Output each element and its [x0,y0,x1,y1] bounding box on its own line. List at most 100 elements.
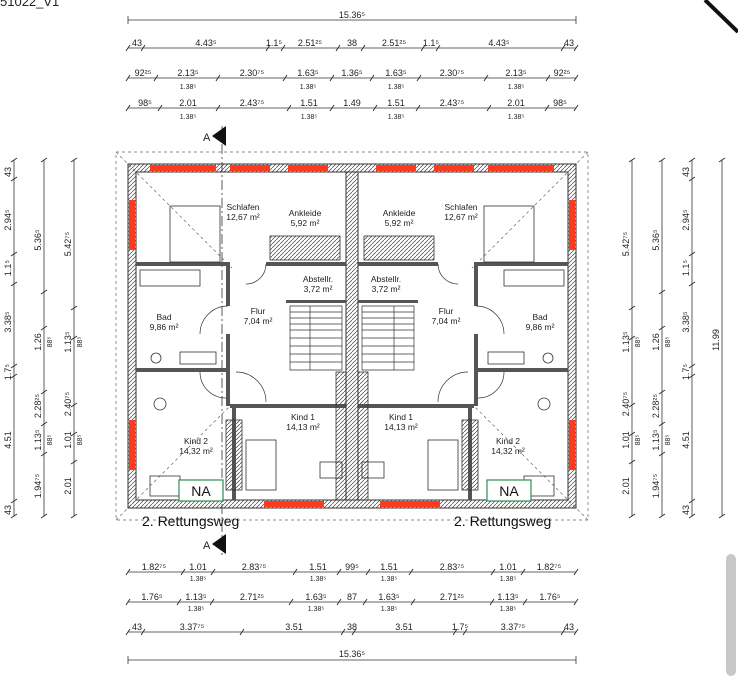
dim-label: 5.42⁷⁵ [63,231,73,256]
bed-icon [169,205,221,263]
dim-label: 1.7⁵ [681,364,691,381]
dim-label: 87 [347,592,357,602]
dim-sub-label: 1.38⁵ [300,84,317,91]
na-boxes: NA NA [178,479,532,502]
bed-icon [427,439,459,491]
dim-label: 1.51 [300,98,318,108]
dim-label: 1.1⁵ [3,260,13,277]
dim-label: 43 [681,167,691,177]
dim-label: 3.51 [395,622,413,632]
dim-label: 98⁵ [138,98,152,108]
dim-sub-label: 88⁵ [77,337,84,348]
dim-sub-label: 1.38⁵ [188,606,205,613]
room-area-kind2-right: 14,32 m² [491,446,525,456]
dim-label: 2.01 [63,477,73,495]
dim-label: 2.51²⁵ [382,38,407,48]
top-dimensions [125,16,579,112]
room-area-kind2-left: 14,32 m² [179,446,213,456]
room-name-ankleide-left: Ankleide [289,208,322,218]
dim-label: 1.7⁵ [3,364,13,381]
dim-label: 5.42⁷⁵ [621,231,631,256]
dim-label: 1.94⁷⁵ [33,473,43,498]
dim-label: 4.43⁵ [488,38,510,48]
room-area-abstellr-right: 3,72 m² [372,284,401,294]
section-arrow-icon [212,534,226,554]
dim-label: 1.01 [621,431,631,449]
overall-width-label: 15.36⁵ [339,10,366,20]
room-name-schlafen-right: Schlafen [444,202,477,212]
dim-label: 43 [132,38,142,48]
toilet-icon [150,352,162,364]
section-label-bottom: A [203,540,211,552]
dim-label: 2.43⁷⁵ [440,98,465,108]
dim-label: 1.76⁵ [539,592,561,602]
dim-label: 3.37⁷⁵ [501,622,526,632]
room-name-flur-right: Flur [439,306,454,316]
dim-label: 1.63⁵ [378,592,400,602]
dim-label: 1.94⁷⁵ [651,473,661,498]
dim-label: 4.51 [3,431,13,449]
dim-label: 2.71²⁵ [240,592,265,602]
dim-sub-label: 88⁵ [47,435,54,446]
chair-icon [153,397,167,411]
dim-label: 2.40⁷⁵ [63,391,73,416]
dim-sub-label: 1.38⁵ [308,606,325,613]
dim-label: 43 [3,167,13,177]
dim-label: 1.82⁷⁵ [537,562,562,572]
dim-label: 4.51 [681,431,691,449]
room-area-bad-left: 9,86 m² [150,322,179,332]
escape-route-label-right: 2. Rettungsweg [454,513,551,529]
dim-label: 3.38⁵ [681,311,691,333]
dim-sub-label: 1.38⁵ [381,576,398,583]
room-area-abstellr-left: 3,72 m² [304,284,333,294]
dim-label: 5.36⁵ [651,229,661,251]
dim-label: 2.01 [507,98,525,108]
dim-sub-label: 1.38⁵ [508,114,525,121]
dim-label: 3.37⁷⁵ [180,622,205,632]
room-name-bad-left: Bad [156,312,171,322]
windows [129,165,575,507]
dim-sub-label: 88⁵ [635,435,642,446]
right-dimensions [628,157,726,519]
dim-sub-label: 1.38⁵ [388,84,405,91]
room-name-flur-left: Flur [251,306,266,316]
dim-label: 2.01 [179,98,197,108]
dim-sub-label: 1.38⁵ [388,114,405,121]
dim-label: 1.51 [387,98,405,108]
scrollbar-thumb[interactable] [726,554,736,676]
dim-label: 98⁵ [553,98,567,108]
dim-label: 1.1⁵ [266,38,283,48]
dim-label: 43 [564,622,574,632]
dim-label: 43 [681,505,691,515]
room-name-schlafen-left: Schlafen [226,202,259,212]
section-arrow-icon [212,126,226,146]
dim-label: 5.36⁵ [33,229,43,251]
na-label-right: NA [499,483,519,499]
stairs [289,305,415,371]
dim-sub-label: 88⁵ [665,337,672,348]
dim-label: 1.51 [309,562,327,572]
dim-label: 2.28²⁵ [33,394,43,419]
toilet-icon [542,352,554,364]
room-labels: Schlafen 12,67 m² Ankleide 5,92 m² Abste… [150,202,555,456]
left-dimension-labels: 43 2.94⁵ 1.1⁵ 3.38⁵ 1.7⁵ 4.51 43 5.36⁵ 1… [3,167,84,515]
dim-sub-label: 1.38⁵ [190,576,207,583]
dim-sub-label: 1.38⁵ [301,114,318,121]
dim-label: 2.30⁷⁵ [440,68,465,78]
bottom-dimension-labels: 1.82⁷⁵ 1.01 2.83⁷⁵ 1.51 99⁵ 1.51 2.83⁷⁵ … [132,562,574,659]
overall-depth-label: 11.99 [711,329,721,351]
outer-walls [127,163,577,509]
dim-label: 2.94⁵ [681,209,691,231]
dim-label: 38 [347,622,357,632]
dim-sub-label: 88⁵ [665,435,672,446]
dim-label: 92²⁵ [554,68,571,78]
room-name-ankleide-right: Ankleide [383,208,416,218]
right-dimension-labels: 5.42⁷⁵ 1.13⁵ 2.40⁷⁵ 1.01 2.01 88⁵ 88⁵ 5.… [621,167,721,515]
room-area-schlafen-left: 12,67 m² [226,212,260,222]
room-name-kind2-right: Kind 2 [496,436,520,446]
dim-label: 92²⁵ [135,68,152,78]
bed-icon [245,439,277,491]
dim-sub-label: 1.38⁵ [180,114,197,121]
left-dimensions [10,157,78,519]
dim-label: 3.38⁵ [3,311,13,333]
